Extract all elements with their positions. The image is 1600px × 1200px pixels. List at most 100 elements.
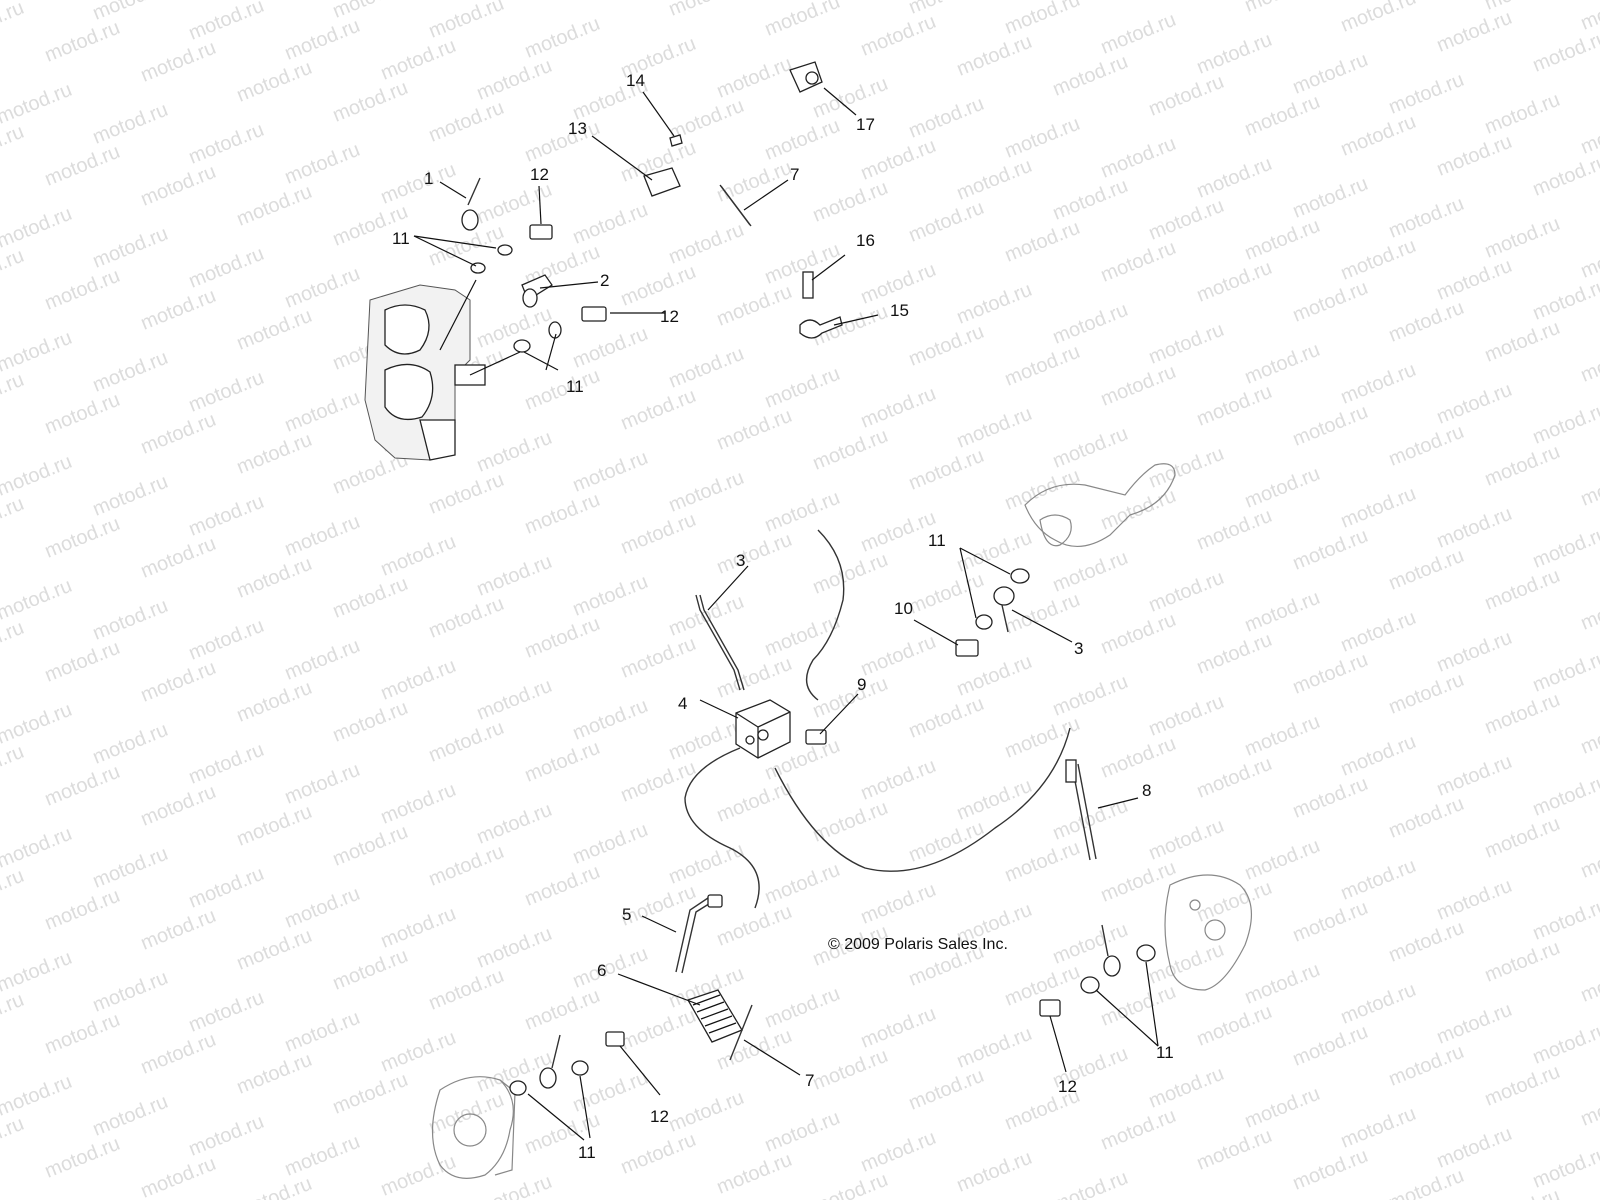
watermark-text: motod.ru bbox=[1098, 9, 1179, 59]
watermark-text: motod.ru bbox=[1050, 51, 1131, 101]
watermark-text: motod.ru bbox=[1482, 441, 1563, 491]
callout-3-upper: 3 bbox=[736, 551, 745, 570]
watermark-text: motod.ru bbox=[1098, 237, 1179, 287]
watermark-text: motod.ru bbox=[138, 285, 219, 335]
watermark-text: motod.ru bbox=[330, 1069, 411, 1119]
callout-14: 14 bbox=[626, 71, 645, 90]
watermark-text: motod.ru bbox=[1482, 89, 1563, 139]
watermark-text: motod.ru bbox=[810, 549, 891, 599]
watermark-text: motod.ru bbox=[0, 741, 27, 791]
callout-2: 2 bbox=[600, 271, 609, 290]
watermark-text: motod.ru bbox=[378, 531, 459, 581]
watermark-text: motod.ru bbox=[330, 573, 411, 623]
watermark-text: motod.ru bbox=[858, 1127, 939, 1177]
watermark-text: motod.ru bbox=[1194, 505, 1275, 555]
watermark-text: motod.ru bbox=[522, 613, 603, 663]
watermark-text: motod.ru bbox=[1578, 585, 1600, 635]
watermark-text: motod.ru bbox=[1194, 1125, 1275, 1175]
watermark-text: motod.ru bbox=[90, 719, 171, 769]
watermark-text: motod.ru bbox=[1098, 361, 1179, 411]
watermark-text: motod.ru bbox=[1338, 731, 1419, 781]
callout-11-bottom-left: 11 bbox=[578, 1143, 596, 1162]
front-left-caliper bbox=[364, 284, 486, 461]
watermark-text: motod.ru bbox=[282, 1007, 363, 1057]
watermark-text: motod.ru bbox=[378, 35, 459, 85]
watermark-text: motod.ru bbox=[0, 121, 27, 171]
watermark-text: motod.ru bbox=[762, 363, 843, 413]
watermark-text: motod.ru bbox=[1194, 153, 1275, 203]
watermark-text: motod.ru bbox=[1434, 1123, 1515, 1173]
watermark-text: motod.ru bbox=[954, 775, 1035, 825]
watermark-text: motod.ru bbox=[1338, 359, 1419, 409]
watermark-text: motod.ru bbox=[1386, 545, 1467, 595]
watermark-text: motod.ru bbox=[906, 817, 987, 867]
watermark-text: motod.ru bbox=[714, 281, 795, 331]
watermark-text: motod.ru bbox=[474, 799, 555, 849]
watermark-text: motod.ru bbox=[618, 1129, 699, 1179]
watermark-text: motod.ru bbox=[0, 865, 27, 915]
watermark-text: motod.ru bbox=[42, 885, 123, 935]
watermark-text: motod.ru bbox=[762, 0, 843, 41]
watermark-text: motod.ru bbox=[1386, 421, 1467, 471]
watermark-text: motod.ru bbox=[186, 119, 267, 169]
watermark-text: motod.ru bbox=[1098, 1105, 1179, 1155]
watermark-text: motod.ru bbox=[138, 905, 219, 955]
watermark-text: motod.ru bbox=[0, 947, 75, 997]
watermark-text: motod.ru bbox=[1194, 29, 1275, 79]
bottom-left-fittings bbox=[509, 1031, 625, 1096]
watermark-text: motod.ru bbox=[714, 653, 795, 703]
watermark-text: motod.ru bbox=[1482, 213, 1563, 263]
watermark-text: motod.ru bbox=[570, 819, 651, 869]
watermark-text: motod.ru bbox=[426, 841, 507, 891]
watermark-text: motod.ru bbox=[186, 1111, 267, 1161]
watermark-text: motod.ru bbox=[378, 779, 459, 829]
watermark-text: motod.ru bbox=[1146, 1063, 1227, 1113]
watermark-text: motod.ru bbox=[0, 617, 27, 667]
watermark-text: motod.ru bbox=[234, 181, 315, 231]
callout-11-mid: 11 bbox=[566, 377, 584, 396]
watermark-text: motod.ru bbox=[90, 595, 171, 645]
watermark-text: motod.ru bbox=[618, 757, 699, 807]
watermark-text: motod.ru bbox=[570, 0, 651, 1]
watermark-text: motod.ru bbox=[714, 901, 795, 951]
watermark-text: motod.ru bbox=[666, 591, 747, 641]
rear-caliper bbox=[1164, 874, 1253, 991]
callout-15: 15 bbox=[890, 301, 909, 320]
watermark-text: motod.ru bbox=[810, 797, 891, 847]
watermark-text: motod.ru bbox=[1482, 813, 1563, 863]
watermark-text: motod.ru bbox=[1242, 463, 1323, 513]
watermark-text: motod.ru bbox=[474, 675, 555, 725]
watermark-text: motod.ru bbox=[666, 1087, 747, 1137]
watermark-text: motod.ru bbox=[330, 77, 411, 127]
watermark-text: motod.ru bbox=[1194, 1001, 1275, 1051]
watermark-text: motod.ru bbox=[138, 781, 219, 831]
watermark-text: motod.ru bbox=[1050, 175, 1131, 225]
watermark-text: motod.ru bbox=[1386, 69, 1467, 119]
callout-11-right: 11 bbox=[928, 531, 946, 550]
watermark-text: motod.ru bbox=[906, 693, 987, 743]
watermark-text: motod.ru bbox=[90, 967, 171, 1017]
watermark-text: motod.ru bbox=[42, 389, 123, 439]
callout-12-bottom-right: 12 bbox=[1058, 1077, 1077, 1096]
brake-line-upper bbox=[805, 529, 845, 701]
block-bolt bbox=[805, 729, 827, 745]
watermark-text: motod.ru bbox=[1434, 503, 1515, 553]
front-right-caliper bbox=[431, 1076, 516, 1179]
watermark-text: motod.ru bbox=[810, 1169, 891, 1200]
watermark-text: motod.ru bbox=[1146, 195, 1227, 245]
watermark-text: motod.ru bbox=[714, 53, 795, 103]
watermark-text: motod.ru bbox=[618, 1005, 699, 1055]
watermark-text: motod.ru bbox=[1530, 647, 1600, 697]
watermark-text: motod.ru bbox=[378, 1151, 459, 1200]
watermark-text: motod.ru bbox=[1194, 257, 1275, 307]
watermark-text: motod.ru bbox=[90, 223, 171, 273]
callout-6: 6 bbox=[597, 961, 606, 980]
watermark-text: motod.ru bbox=[762, 487, 843, 537]
watermark-text: motod.ru bbox=[1290, 897, 1371, 947]
watermark-text: motod.ru bbox=[1146, 815, 1227, 865]
callout-3-right: 3 bbox=[1074, 639, 1083, 658]
watermark-text: motod.ru bbox=[0, 823, 75, 873]
watermark-text: motod.ru bbox=[186, 491, 267, 541]
watermark-text: motod.ru bbox=[666, 467, 747, 517]
watermark-text: motod.ru bbox=[1434, 255, 1515, 305]
